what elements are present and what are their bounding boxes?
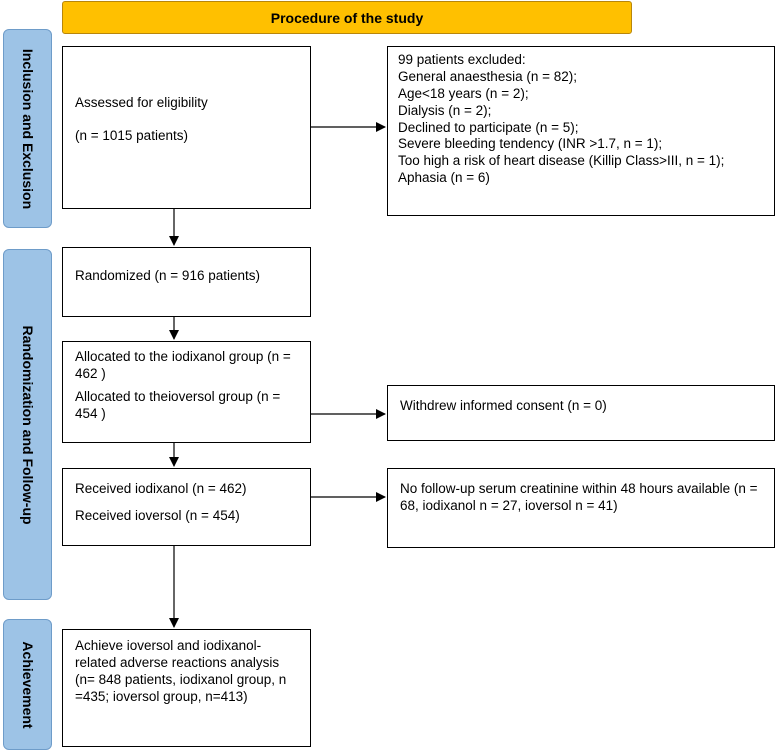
procedure-title: Procedure of the study [62,1,632,34]
excluded-box: 99 patients excluded: General anaesthesi… [387,46,775,216]
phase-achievement: Achievement [3,619,52,750]
allocated-box: Allocated to the iodixanol group (n = 46… [62,341,311,443]
phase-randomization-followup: Randomization and Follow-up [3,249,52,600]
withdrew-box: Withdrew informed consent (n = 0) [387,385,775,441]
withdrew-text: Withdrew informed consent (n = 0) [400,398,607,413]
received-iodixanol: Received iodixanol (n = 462) [75,481,247,496]
no-followup-text: No follow-up serum creatinine within 48 … [400,481,758,513]
randomized-box: Randomized (n = 916 patients) [62,247,311,317]
no-followup-box: No follow-up serum creatinine within 48 … [387,468,775,548]
procedure-title-text: Procedure of the study [270,9,424,26]
achievement-text: Achieve ioversol and iodixanol-related a… [75,638,287,704]
excluded-header: 99 patients excluded: [398,52,526,67]
excluded-item: Severe bleeding tendency (INR >1.7, n = … [398,136,663,152]
phase-inclusion-exclusion: Inclusion and Exclusion [3,29,52,228]
assessed-count: (n = 1015 patients) [75,127,188,143]
excluded-item: Aphasia (n = 6) [398,170,490,186]
excluded-item: Too high a risk of heart disease (Killip… [398,153,725,169]
excluded-item: Age<18 years (n = 2); [398,85,529,101]
excluded-item: Dialysis (n = 2); [398,102,492,118]
randomized-text: Randomized (n = 916 patients) [75,268,260,283]
assessed-box: Assessed for eligibility (n = 1015 patie… [62,46,311,209]
excluded-item: Declined to participate (n = 5); [398,119,579,135]
assessed-label: Assessed for eligibility [75,95,208,110]
allocated-ioversol: Allocated to theioversol group (n = 454 … [75,388,281,421]
allocated-iodixanol: Allocated to the iodixanol group (n = 46… [75,349,291,381]
received-box: Received iodixanol (n = 462) Received io… [62,468,311,546]
achievement-box: Achieve ioversol and iodixanol-related a… [62,629,311,747]
received-ioversol: Received ioversol (n = 454) [75,507,240,523]
excluded-item: General anaesthesia (n = 82); [398,68,577,84]
